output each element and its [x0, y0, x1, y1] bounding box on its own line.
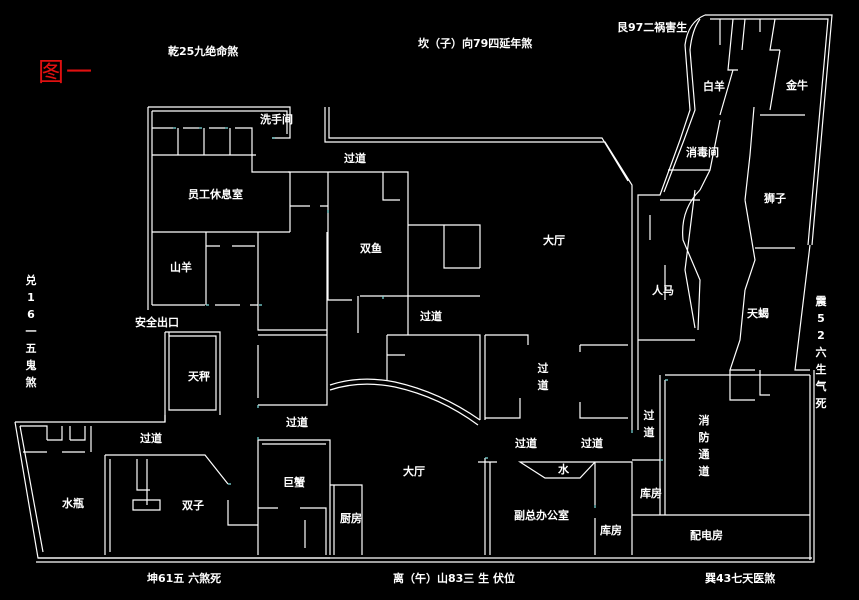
wall-right-wing [637, 14, 833, 430]
room-label-gemini: 双子 [182, 499, 204, 512]
room-label-corridor: 过道 [537, 362, 549, 392]
room-label-safety-exit: 安全出口 [135, 316, 179, 329]
room-label-hall: 大厅 [403, 465, 425, 478]
room-label-storage: 库房 [600, 524, 622, 537]
room-label-corridor: 过道 [344, 152, 366, 165]
room-label-aquarius: 水瓶 [62, 497, 84, 510]
wall-pisces [288, 171, 480, 333]
direction-label-bottom-right: 巽43七天医煞 [705, 572, 776, 585]
room-label-deputy-office: 副总办公室 [514, 509, 569, 522]
direction-label-top-center: 坎（子）向79四延年煞 [418, 37, 533, 50]
wall-libra [164, 331, 221, 422]
figure-title: 图一 [38, 58, 95, 88]
room-label-corridor: 过道 [643, 409, 655, 439]
room-label-sagittarius: 人马 [652, 284, 674, 297]
room-label-taurus: 金牛 [786, 79, 808, 92]
wall-office [478, 374, 811, 560]
room-label-power-room: 配电房 [690, 529, 723, 542]
direction-label-right: 震52六生气死 [815, 295, 827, 410]
room-label-corridor: 过道 [286, 416, 308, 429]
room-label-fire-passage: 消防通道 [698, 414, 710, 478]
room-label-scorpio: 天蝎 [747, 307, 769, 320]
room-label-aries: 白羊 [703, 80, 725, 93]
wall-top-corridor [324, 107, 633, 430]
direction-label-top-right: 艮97二祸害生 [617, 21, 688, 34]
wall-cancer [257, 439, 363, 555]
wall-bottom [36, 370, 815, 563]
room-label-corridor: 过道 [420, 310, 442, 323]
room-label-staff-lounge: 员工休息室 [188, 188, 243, 201]
room-label-washroom: 洗手间 [260, 113, 293, 126]
direction-label-bottom-center: 离（午）山83三 生 伏位 [393, 572, 515, 585]
direction-label-bottom-left: 坤61五 六煞死 [147, 572, 222, 585]
room-label-libra: 天秤 [188, 370, 210, 383]
wall-middle-rooms [205, 232, 628, 420]
room-label-corridor: 过道 [140, 432, 162, 445]
room-label-disinfection: 消毒间 [686, 146, 719, 159]
wall-hall-box [408, 224, 481, 269]
room-label-water: 水 [558, 463, 569, 476]
wall-hall-curve [329, 378, 481, 426]
direction-label-top-left: 乾25九绝命煞 [168, 45, 239, 58]
room-label-cancer: 巨蟹 [283, 476, 305, 489]
door-marks [173, 127, 668, 508]
room-label-storage: 库房 [640, 487, 662, 500]
room-label-pisces: 双鱼 [360, 242, 382, 255]
room-label-kitchen: 厨房 [340, 512, 362, 525]
room-label-capricorn: 山羊 [170, 261, 192, 274]
room-label-corridor: 过道 [515, 437, 537, 450]
room-label-leo: 狮子 [764, 192, 786, 205]
wall-staff-block [147, 106, 291, 310]
room-label-corridor: 过道 [581, 437, 603, 450]
direction-label-left: 兑16一五鬼煞 [25, 274, 37, 389]
room-label-hall: 大厅 [543, 234, 565, 247]
